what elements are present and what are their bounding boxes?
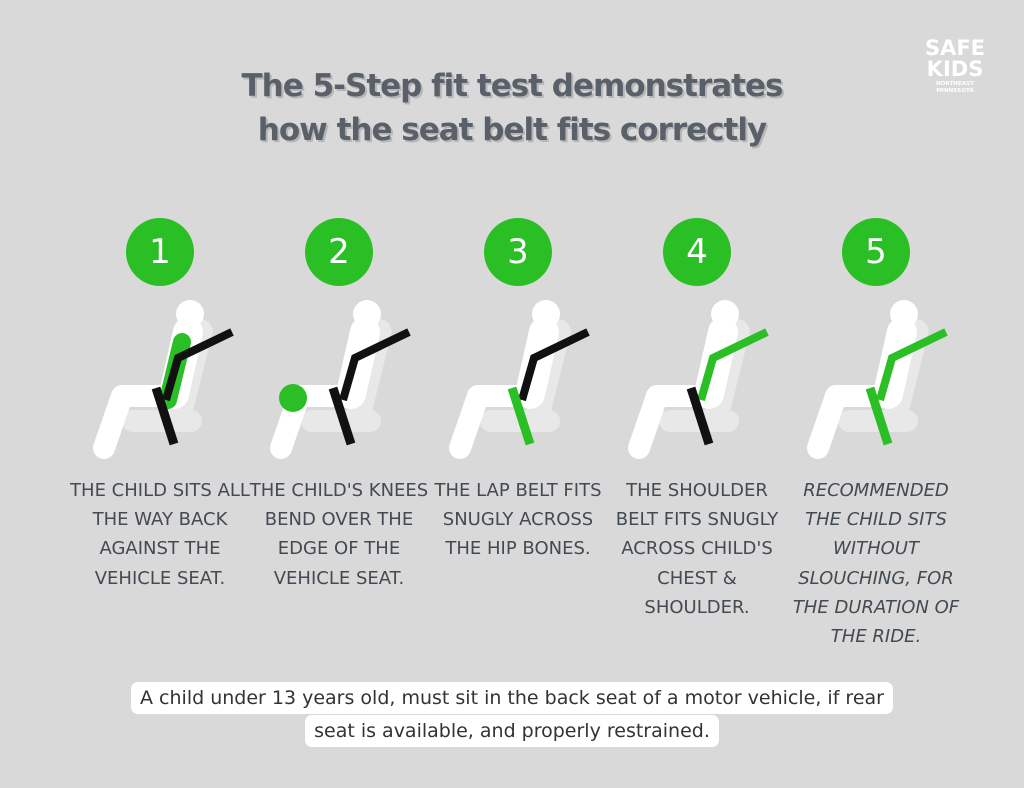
page-title: The 5-Step fit test demonstrates how the… [0, 64, 1024, 152]
step-number-badge: 5 [842, 218, 910, 286]
logo-subtitle-2: MINNESOTA [936, 87, 974, 94]
child-seat-illustration [93, 300, 234, 459]
footer-note: A child under 13 years old, must sit in … [0, 682, 1024, 747]
logo-word-kids: KIDS [926, 57, 984, 81]
step-description: RECOMMENDED THE CHILD SITS WITHOUT SLOUC… [792, 480, 960, 648]
step-description: THE CHILD SITS ALL THE WAY BACK AGAINST … [70, 480, 250, 589]
footer-line-1: A child under 13 years old, must sit in … [131, 682, 893, 714]
step-number-badge: 1 [126, 218, 194, 286]
logo-subtitle-1: NORTHEAST [936, 81, 974, 87]
step-number-badge: 3 [484, 218, 552, 286]
step-description: THE LAP BELT FITS SNUGLY ACROSS THE HIP … [434, 480, 602, 560]
step-number-badge: 2 [305, 218, 373, 286]
step-description: THE CHILD'S KNEES BEND OVER THE EDGE OF … [249, 480, 429, 589]
step-description: THE SHOULDER BELT FITS SNUGLY ACROSS CHI… [615, 480, 779, 618]
logo-word-safe: SAFE [924, 36, 986, 60]
child-seat-illustration [628, 300, 769, 459]
title-line-2: how the seat belt fits correctly [257, 112, 767, 148]
safe-kids-logo: SAFE KIDS NORTHEAST MINNESOTA [918, 38, 992, 94]
child-seat-illustration [270, 300, 411, 459]
child-seat-illustration [807, 300, 948, 459]
title-line-1: The 5-Step fit test demonstrates [241, 68, 784, 104]
footer-line-2: seat is available, and properly restrain… [305, 715, 719, 747]
step-number-badge: 4 [663, 218, 731, 286]
child-seat-illustration [449, 300, 590, 459]
